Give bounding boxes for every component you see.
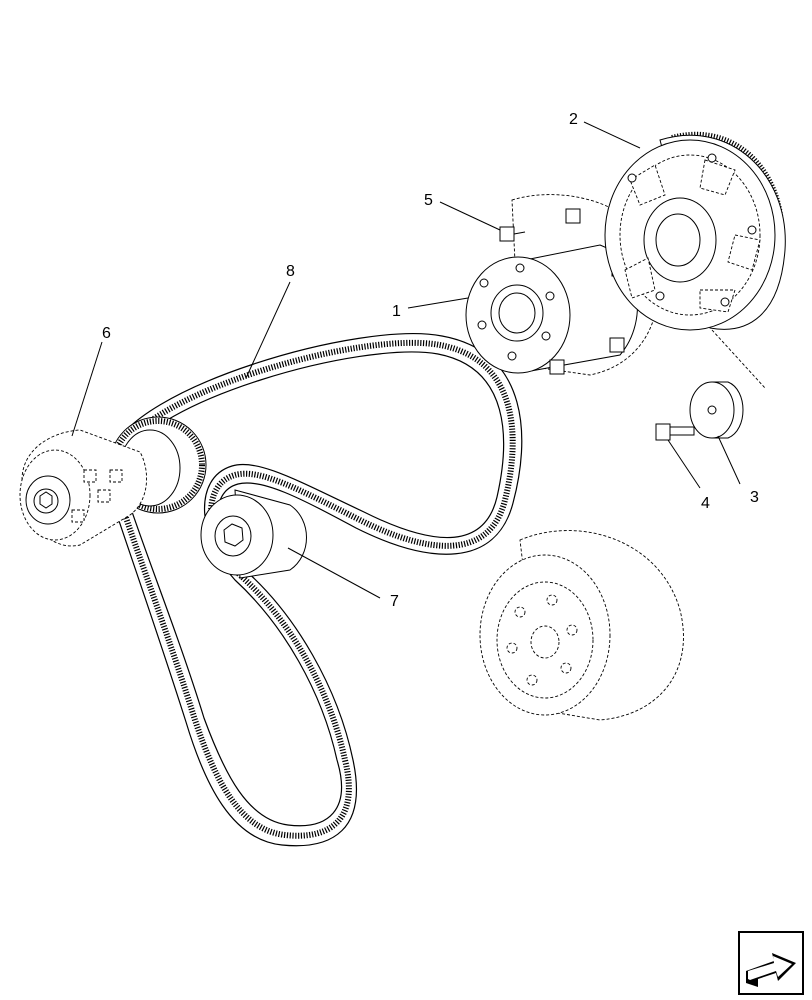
callout-8: 8: [286, 263, 295, 280]
callout-3: 3: [750, 489, 759, 506]
next-page-arrow-icon[interactable]: [738, 931, 804, 995]
callouts: 1 2 3 4 5 6 7 8: [102, 111, 759, 610]
leader-lines: [71, 121, 741, 599]
callout-1: 1: [392, 303, 401, 320]
washer-bolt-drawing: [655, 423, 695, 441]
washer-drawing: [689, 381, 744, 439]
hub-drawing: [465, 194, 659, 376]
callout-7: 7: [390, 593, 399, 610]
callout-2: 2: [569, 111, 578, 128]
large-pulley-drawing: [604, 131, 786, 389]
callout-4: 4: [701, 495, 710, 512]
belt-drawing: [111, 333, 523, 847]
tensioner-drawing: [19, 416, 207, 547]
idler-pulley-drawing: [200, 489, 307, 579]
callout-6: 6: [102, 325, 111, 342]
crank-damper-drawing: [479, 530, 684, 721]
callout-5: 5: [424, 192, 433, 209]
